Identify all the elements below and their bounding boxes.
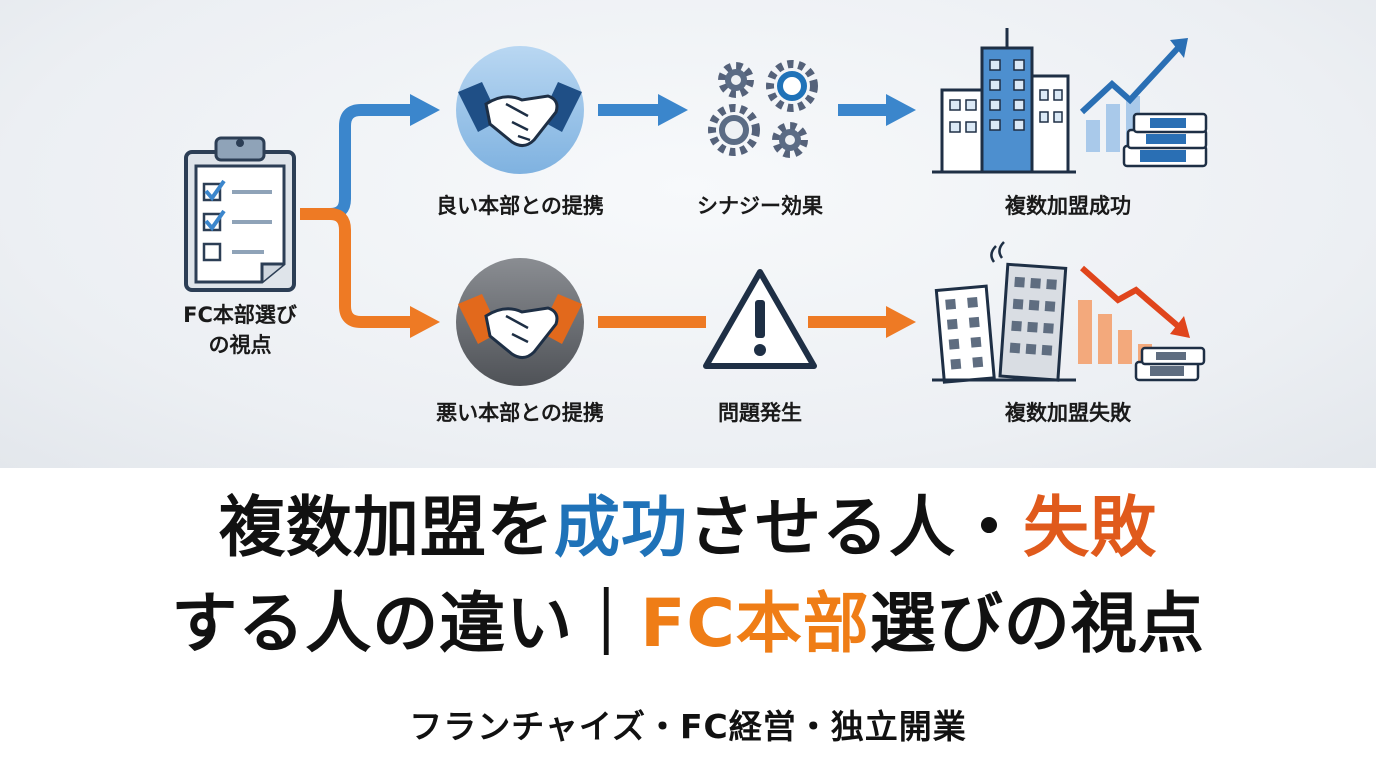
subtitle: フランチャイズ・FC経営・独立開業: [409, 707, 967, 746]
start-label-line1: FC本部選び: [183, 303, 297, 327]
diagram-graphics: [184, 28, 1208, 386]
title-line2: する人の違い｜FC本部選びの視点: [0, 576, 1376, 672]
failure-step1-label: 悪い本部との提携: [436, 401, 604, 425]
title-text: させる人・: [688, 489, 1023, 566]
flow-diagram: FC本部選び の視点 良い本部との提携 シナジー効果 複数加盟成功 悪い本部との…: [0, 0, 1376, 468]
buildings-icon: [932, 28, 1076, 174]
failure-step2-label: 問題発生: [718, 401, 802, 425]
buildings-icon: [932, 241, 1076, 384]
gears-icon: [708, 60, 818, 158]
money-stack-icon: [1122, 112, 1208, 168]
success-step1-label: 良い本部との提携: [436, 194, 604, 218]
title-text: する人の違い｜: [171, 585, 641, 662]
failure-step3-label: 複数加盟失敗: [1005, 401, 1131, 425]
handshake-icon: [456, 46, 584, 174]
success-arrowheads: [410, 94, 916, 126]
start-label: FC本部選び の視点: [165, 300, 315, 360]
start-label-line2: の視点: [208, 333, 272, 357]
title-text: 選びの視点: [869, 585, 1205, 662]
success-step3-label: 複数加盟成功: [1005, 194, 1131, 218]
success-step2-label: シナジー効果: [697, 194, 823, 218]
clipboard-checklist-icon: [184, 136, 296, 292]
failure-arrowheads: [410, 306, 916, 338]
page-title: 複数加盟を成功させる人・失敗 する人の違い｜FC本部選びの視点: [0, 480, 1376, 672]
title-text: 複数加盟を: [219, 489, 554, 566]
title-line1: 複数加盟を成功させる人・失敗: [0, 480, 1376, 576]
title-fc-word: FC本部: [640, 585, 870, 662]
title-success-word: 成功: [554, 489, 688, 566]
title-failure-word: 失敗: [1023, 489, 1157, 566]
warning-icon: [703, 269, 817, 369]
failure-arrows: [300, 208, 888, 328]
handshake-icon: [456, 258, 584, 386]
money-stack-icon: [1134, 346, 1206, 382]
